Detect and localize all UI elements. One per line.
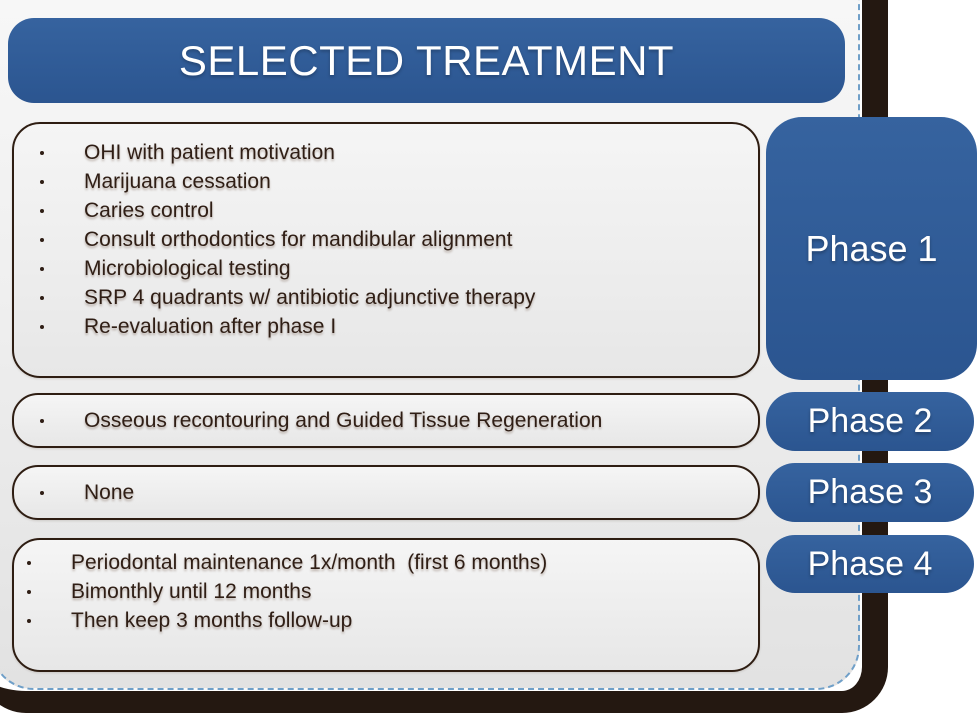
phase2-label-badge: Phase 2 xyxy=(766,392,974,451)
list-item-text: Bimonthly until 12 months xyxy=(71,580,312,603)
list-item-text: SRP 4 quadrants w/ antibiotic adjunctive… xyxy=(84,286,536,309)
phase2-label: Phase 2 xyxy=(807,402,933,440)
phase3-label-badge: Phase 3 xyxy=(766,463,974,522)
bullet-dot xyxy=(40,419,44,423)
bullet-dot xyxy=(40,180,44,184)
bullet-dot xyxy=(40,238,44,242)
bullet-dot xyxy=(40,209,44,213)
phase3-content-box: None xyxy=(12,465,760,520)
list-item-text: Then keep 3 months follow-up xyxy=(71,609,353,632)
list-item: Microbiological testing xyxy=(14,254,758,283)
list-item-text: Marijuana cessation xyxy=(84,170,271,193)
list-item: Periodontal maintenance 1x/month (first … xyxy=(14,548,758,577)
list-item: OHI with patient motivation xyxy=(14,138,758,167)
bullet-dot xyxy=(40,325,44,329)
list-item-text: Periodontal maintenance 1x/month (first … xyxy=(71,551,548,574)
phase1-label-badge: Phase 1 xyxy=(766,117,977,380)
list-item: Caries control xyxy=(14,196,758,225)
bullet-dot xyxy=(27,619,31,623)
page-title: SELECTED TREATMENT xyxy=(178,36,675,84)
list-item: SRP 4 quadrants w/ antibiotic adjunctive… xyxy=(14,283,758,312)
list-item-text: OHI with patient motivation xyxy=(84,141,335,164)
phase4-label: Phase 4 xyxy=(807,544,933,583)
list-item: Re-evaluation after phase I xyxy=(14,312,758,341)
phase4-label-badge: Phase 4 xyxy=(766,535,974,593)
phase1-label: Phase 1 xyxy=(805,227,938,269)
title-banner: SELECTED TREATMENT xyxy=(8,18,845,103)
phase4-item-list: Periodontal maintenance 1x/month (first … xyxy=(14,540,758,635)
bullet-dot xyxy=(40,267,44,271)
bullet-dot xyxy=(40,296,44,300)
list-item: Then keep 3 months follow-up xyxy=(14,606,758,635)
list-item: Consult orthodontics for mandibular alig… xyxy=(14,225,758,254)
phase2-item-list: Osseous recontouring and Guided Tissue R… xyxy=(14,406,758,435)
list-item-text: None xyxy=(84,481,135,504)
phase2-content-box: Osseous recontouring and Guided Tissue R… xyxy=(12,393,760,448)
bullet-dot xyxy=(40,151,44,155)
list-item-text: Osseous recontouring and Guided Tissue R… xyxy=(84,409,603,432)
bullet-dot xyxy=(27,561,31,565)
list-item: Bimonthly until 12 months xyxy=(14,577,758,606)
list-item-text: Caries control xyxy=(84,199,214,222)
phase3-item-list: None xyxy=(14,478,758,507)
list-item-text: Consult orthodontics for mandibular alig… xyxy=(84,228,513,251)
bullet-dot xyxy=(40,491,44,495)
list-item-text: Microbiological testing xyxy=(84,257,291,280)
bullet-dot xyxy=(27,590,31,594)
list-item-text: Re-evaluation after phase I xyxy=(84,315,337,338)
list-item: Osseous recontouring and Guided Tissue R… xyxy=(14,406,758,435)
phase3-label: Phase 3 xyxy=(807,473,933,511)
list-item: None xyxy=(14,478,758,507)
phase4-content-box: Periodontal maintenance 1x/month (first … xyxy=(12,538,760,672)
list-item: Marijuana cessation xyxy=(14,167,758,196)
